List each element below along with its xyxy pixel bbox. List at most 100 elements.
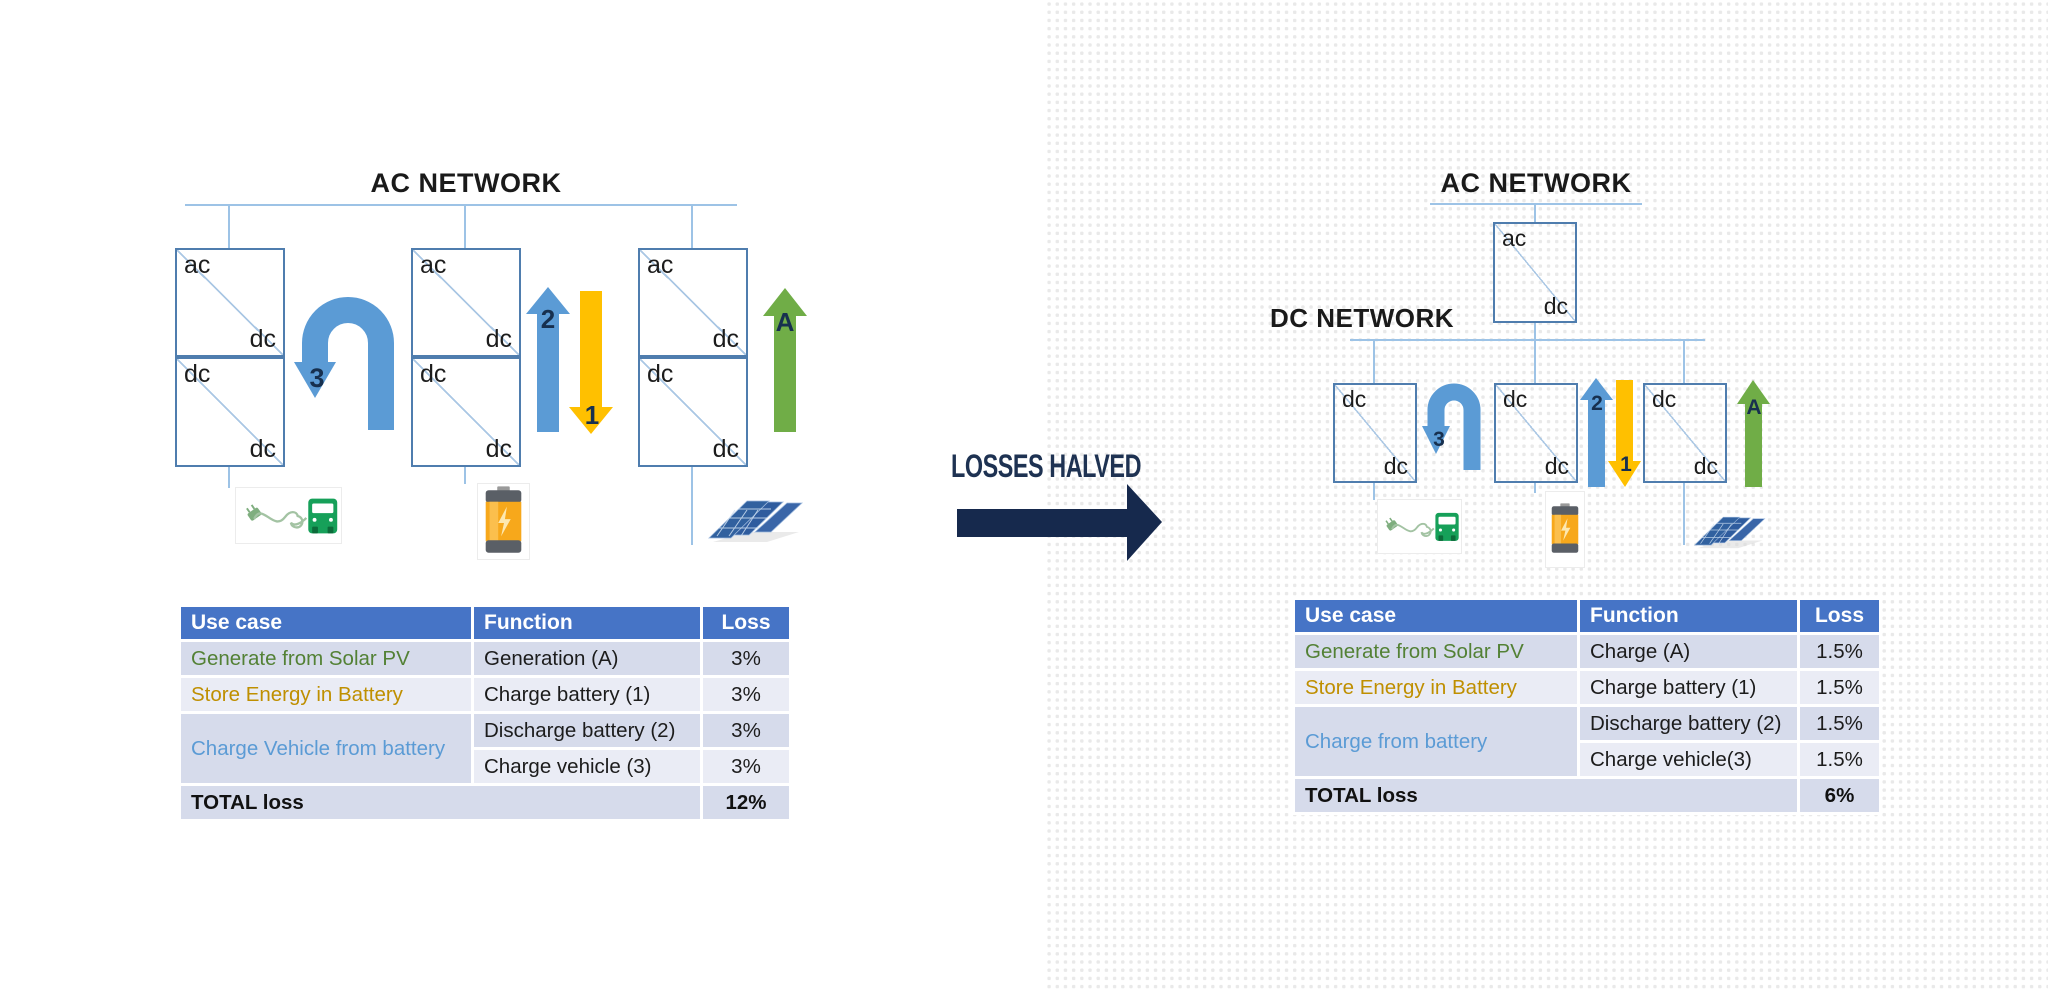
box-label-dc: dc — [647, 360, 674, 388]
total-label-cell: TOTAL loss — [1295, 779, 1797, 812]
left-drop-1 — [228, 205, 230, 249]
ev-charging-icon — [1385, 512, 1459, 541]
right-converter-2-dcdc: dc dc — [1494, 383, 1578, 483]
right-acdc-to-dcbus — [1534, 323, 1536, 340]
left-loss-table: Use case Function Loss Generate from Sol… — [178, 604, 792, 822]
right-ev-card — [1377, 499, 1462, 554]
loss-cell: 3% — [703, 750, 789, 783]
total-label-cell: TOTAL loss — [181, 786, 700, 819]
left-converter-2-acdc: ac dc — [411, 248, 521, 357]
loss-cell: 3% — [703, 642, 789, 675]
table-total-row: TOTAL loss 12% — [181, 786, 789, 819]
box-label-dc: dc — [1693, 453, 1718, 479]
loss-cell: 1.5% — [1800, 671, 1879, 704]
box-label-dc: dc — [1652, 386, 1677, 412]
left-converter-2-dcdc: dc dc — [411, 357, 521, 467]
right-loss-table: Use case Function Loss Generate from Sol… — [1292, 597, 1882, 815]
box-label-dc: dc — [712, 325, 739, 353]
right-dc-bus-line — [1350, 339, 1705, 341]
col-header-use-case: Use case — [181, 607, 471, 639]
total-value-cell: 12% — [703, 786, 789, 819]
right-icon-drop-2 — [1534, 483, 1536, 493]
left-ac-network-title: AC NETWORK — [370, 168, 562, 198]
table-row: Charge vehicle(3) 1.5% — [1295, 743, 1879, 776]
left-ev-card — [235, 487, 342, 544]
box-label-dc: dc — [420, 360, 447, 388]
col-header-loss: Loss — [1800, 600, 1879, 632]
table-total-row: TOTAL loss 6% — [1295, 779, 1879, 812]
function-cell: Charge battery (1) — [474, 678, 700, 711]
left-solar-card — [703, 490, 809, 550]
left-discharge-arrow: 2 — [526, 287, 570, 432]
box-label-ac: ac — [420, 251, 447, 279]
function-cell: Discharge battery (2) — [474, 714, 700, 747]
solar-panels-icon — [1693, 516, 1766, 549]
left-battery-card — [477, 483, 530, 560]
left-charge-arrow: 1 — [569, 291, 613, 434]
table-row: Charge Vehicle from battery Discharge ba… — [181, 714, 789, 783]
box-label-dc: dc — [485, 325, 512, 353]
left-drop-2 — [464, 205, 466, 249]
left-icon-drop-2 — [464, 467, 466, 484]
ev-charging-icon — [246, 498, 338, 534]
box-label-dc: dc — [1544, 453, 1569, 479]
left-converter-3-acdc: ac dc — [638, 248, 748, 357]
box-label-ac: ac — [647, 251, 674, 279]
loss-cell: 3% — [703, 678, 789, 711]
box-label-ac: ac — [1502, 225, 1527, 251]
col-header-function: Function — [474, 607, 700, 639]
use-case-cell: Store Energy in Battery — [1295, 671, 1577, 704]
right-converter-acdc: ac dc — [1493, 222, 1577, 323]
left-icon-drop-1 — [228, 467, 230, 488]
function-cell: Discharge battery (2) — [1580, 707, 1797, 740]
loss-cell: 1.5% — [1800, 743, 1879, 776]
table-header-row: Use case Function Loss — [181, 607, 789, 639]
use-case-cell: Generate from Solar PV — [181, 642, 471, 675]
losses-halved-label: LOSSES HALVED — [950, 447, 1142, 485]
box-label-dc: dc — [712, 435, 739, 463]
loss-cell: 1.5% — [1800, 635, 1879, 668]
right-icon-drop-1 — [1373, 483, 1375, 500]
solar-panels-icon — [708, 500, 804, 542]
right-solar-card — [1690, 503, 1770, 560]
right-dc-drop-2 — [1534, 340, 1536, 383]
table-row: Charge from battery Discharge battery (2… — [1295, 707, 1879, 776]
battery-icon — [1551, 503, 1579, 553]
left-icon-drop-3 — [691, 467, 693, 545]
arrow-label-A: A — [776, 307, 795, 337]
box-label-dc: dc — [249, 325, 276, 353]
left-drop-3 — [691, 205, 693, 249]
table-row: Store Energy in Battery Charge battery (… — [1295, 671, 1879, 704]
box-label-dc: dc — [1543, 293, 1568, 319]
right-ac-bus-line — [1430, 203, 1642, 205]
right-dc-drop-1 — [1373, 340, 1375, 383]
arrow-label-2: 2 — [541, 304, 555, 334]
table-row: Charge vehicle (3) 3% — [181, 750, 789, 783]
function-cell: Charge vehicle (3) — [474, 750, 700, 783]
arrow-label-3: 3 — [309, 363, 324, 393]
use-case-cell: Charge Vehicle from battery — [181, 714, 471, 783]
use-case-cell: Store Energy in Battery — [181, 678, 471, 711]
box-label-dc: dc — [1342, 386, 1367, 412]
loss-cell: 1.5% — [1800, 707, 1879, 740]
right-dc-network-title: DC NETWORK — [1269, 303, 1455, 333]
right-converter-3-dcdc: dc dc — [1643, 383, 1727, 483]
col-header-function: Function — [1580, 600, 1797, 632]
arrow-label-1: 1 — [585, 400, 599, 430]
left-ac-bus-line — [185, 204, 737, 206]
bus-glyph — [308, 498, 338, 534]
left-u-turn-arrow: 3 — [294, 297, 394, 430]
use-case-cell: Charge from battery — [1295, 707, 1577, 776]
box-label-dc: dc — [184, 360, 211, 388]
box-label-dc: dc — [485, 435, 512, 463]
box-label-ac: ac — [184, 251, 211, 279]
left-converter-3-dcdc: dc dc — [638, 357, 748, 467]
battery-icon — [485, 486, 522, 553]
table-row: Generate from Solar PV Generation (A) 3% — [181, 642, 789, 675]
right-converter-1-dcdc: dc dc — [1333, 383, 1417, 483]
right-battery-card — [1545, 491, 1585, 568]
right-icon-drop-3 — [1683, 483, 1685, 545]
right-ac-network-title: AC NETWORK — [1440, 168, 1632, 198]
right-ac-drop — [1534, 204, 1536, 222]
